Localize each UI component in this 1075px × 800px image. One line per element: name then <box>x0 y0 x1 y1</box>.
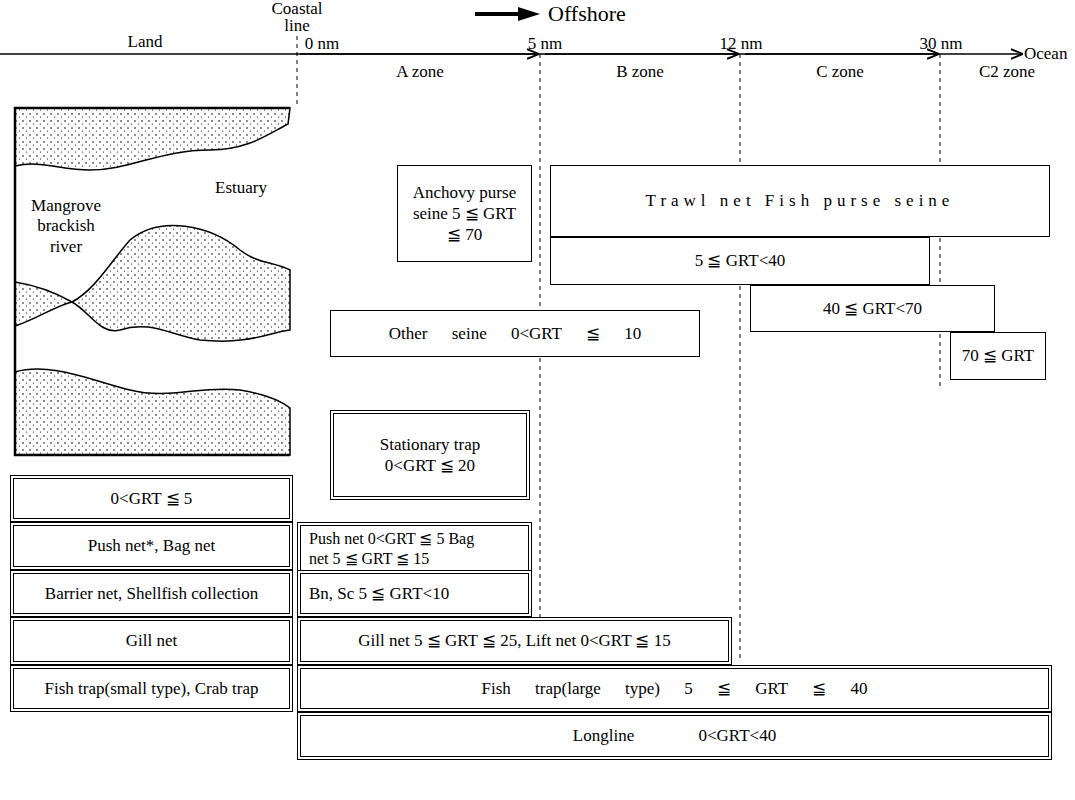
gear-box: Longline 0<GRT<40 <box>297 712 1052 760</box>
box-text-holder: Gill net 5 ≦ GRT ≦ 25, Lift net 0<GRT ≦ … <box>358 630 670 651</box>
box-text-holder: Fish trap(large type) 5 ≦ GRT ≦ 40 <box>482 678 868 699</box>
distance-label: 30 nm <box>916 34 966 54</box>
box-label: 5 ≦ GRT<40 <box>695 251 786 270</box>
box-text-holder: Barrier net, Shellfish collection <box>45 583 258 604</box>
box-text-holder: Fish trap(small type), Crab trap <box>45 678 259 699</box>
box-label: 0<GRT ≦ 5 <box>111 489 193 508</box>
gear-box: Trawl net Fish purse seine <box>550 165 1050 237</box>
box-label: Bn, Sc 5 ≦ GRT<10 <box>309 584 449 603</box>
box-text-holder: 0<GRT ≦ 5 <box>111 488 193 509</box>
box-label: Push net 0<GRT ≦ 5 Bag net 5 ≦ GRT ≦ 15 <box>309 530 474 567</box>
coastline-label: Coastal line <box>262 0 332 34</box>
zone-boundaries <box>297 36 940 662</box>
region-label: Land <box>105 32 185 52</box>
axis-tick <box>745 53 939 55</box>
box-label: Stationary trap 0<GRT ≦ 20 <box>380 435 481 475</box>
gear-box: Barrier net, Shellfish collection <box>10 570 293 617</box>
box-text-holder: 70 ≦ GRT <box>962 345 1034 366</box>
box-label: Anchovy purse seine 5 ≦ GRT ≦ 70 <box>413 183 516 245</box>
area-label: Estuary <box>205 178 277 198</box>
offshore-arrowhead <box>518 7 540 21</box>
distance-label: 12 nm <box>716 34 766 54</box>
gear-box: Gill net 5 ≦ GRT ≦ 25, Lift net 0<GRT ≦ … <box>297 617 732 665</box>
box-text-holder: Bn, Sc 5 ≦ GRT<10 <box>309 583 449 604</box>
box-label: 40 ≦ GRT<70 <box>823 299 922 318</box>
box-text-holder: 40 ≦ GRT<70 <box>823 298 922 319</box>
box-text-holder: Push net*, Bag net <box>88 535 216 556</box>
direction-label: Offshore <box>548 1 658 27</box>
zone-label: C2 zone <box>965 62 1049 82</box>
gear-box: Fish trap(small type), Crab trap <box>10 665 293 712</box>
box-label: 70 ≦ GRT <box>962 346 1034 365</box>
zone-label: A zone <box>380 62 460 82</box>
box-text-holder: Push net 0<GRT ≦ 5 Bag net 5 ≦ GRT ≦ 15 <box>309 529 485 569</box>
box-label: Fish trap(large type) 5 ≦ GRT ≦ 40 <box>482 679 868 698</box>
box-text-holder: 5 ≦ GRT<40 <box>695 250 786 271</box>
box-label: Barrier net, Shellfish collection <box>45 584 258 603</box>
gear-box: Push net 0<GRT ≦ 5 Bag net 5 ≦ GRT ≦ 15 <box>297 522 532 576</box>
tonnage-box: 40 ≦ GRT<70 <box>750 285 995 332</box>
gear-box: Gill net <box>10 617 293 665</box>
box-text-holder: Gill net <box>126 630 177 651</box>
distance-axis <box>0 53 1023 55</box>
box-text-holder: Stationary trap 0<GRT ≦ 20 <box>363 434 498 477</box>
axis-tick <box>545 53 739 55</box>
gear-box: Fish trap(large type) 5 ≦ GRT ≦ 40 <box>297 665 1052 712</box>
offshore-arrow <box>475 12 522 16</box>
box-label: Push net*, Bag net <box>88 536 216 555</box>
box-text-holder: Anchovy purse seine 5 ≦ GRT ≦ 70 <box>409 182 521 246</box>
box-label: Other seine 0<GRT ≦ 10 <box>389 324 641 343</box>
tonnage-box: 5 ≦ GRT<40 <box>550 237 930 285</box>
distance-label: 5 nm <box>522 34 568 54</box>
area-label: Mangrove brackish river <box>20 196 112 257</box>
gear-box: Anchovy purse seine 5 ≦ GRT ≦ 70 <box>397 165 532 262</box>
gear-box: Stationary trap 0<GRT ≦ 20 <box>330 410 530 500</box>
zone-label: C zone <box>800 62 880 82</box>
box-label: Trawl net Fish purse seine <box>646 191 955 210</box>
mangrove-map <box>15 108 290 455</box>
tonnage-box: 70 ≦ GRT <box>950 332 1046 380</box>
box-label: Longline 0<GRT<40 <box>573 726 776 745</box>
box-text-holder: Other seine 0<GRT ≦ 10 <box>389 323 641 344</box>
box-text-holder: Trawl net Fish purse seine <box>646 190 955 211</box>
box-label: Gill net <box>126 631 177 650</box>
tonnage-box: 0<GRT ≦ 5 <box>10 475 293 522</box>
box-text-holder: Longline 0<GRT<40 <box>573 725 776 746</box>
gear-box: Push net*, Bag net <box>10 522 293 570</box>
zone-label: B zone <box>600 62 680 82</box>
gear-box: Bn, Sc 5 ≦ GRT<10 <box>297 570 532 617</box>
axis-tick <box>300 53 539 55</box>
region-label: Ocean <box>1024 44 1072 64</box>
box-label: Gill net 5 ≦ GRT ≦ 25, Lift net 0<GRT ≦ … <box>358 631 670 650</box>
gear-box: Other seine 0<GRT ≦ 10 <box>330 310 700 357</box>
distance-label: 0 nm <box>300 34 344 54</box>
box-label: Fish trap(small type), Crab trap <box>45 679 259 698</box>
